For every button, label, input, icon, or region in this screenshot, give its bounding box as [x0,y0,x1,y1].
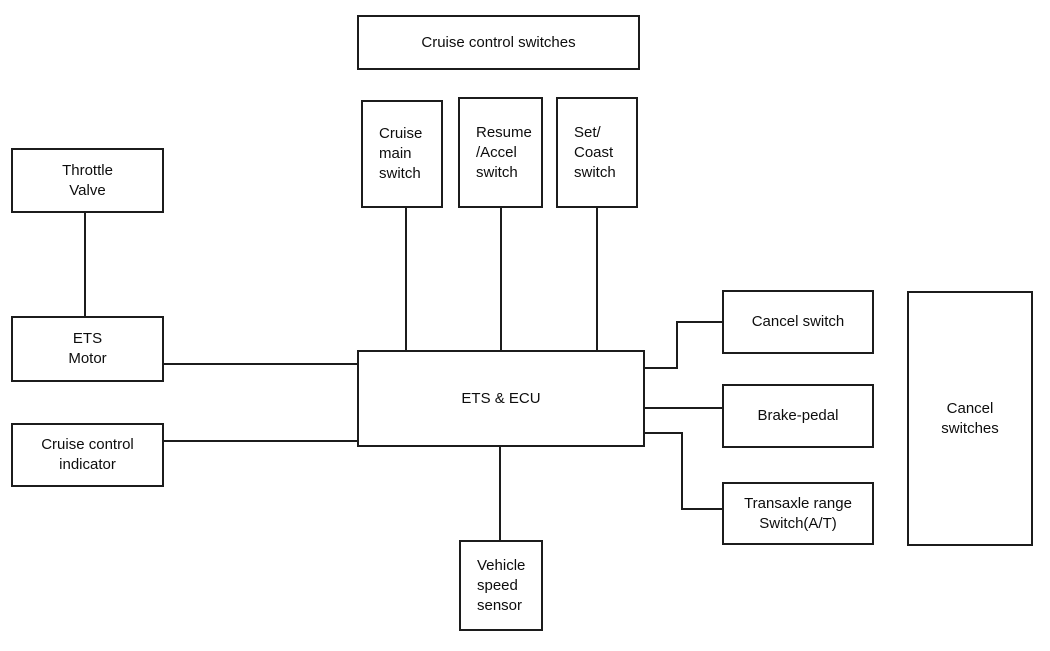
node-cancel-switch: Cancel switch [722,290,874,354]
node-resume-accel-switch-label: Resume /Accel switch [476,123,532,181]
node-cruise-control-indicator: Cruise control indicator [11,423,164,487]
node-vehicle-speed-sensor: Vehicle speed sensor [459,540,543,631]
node-vehicle-speed-sensor-label: Vehicle speed sensor [477,556,526,614]
connector-ets-ecu-to-cancel-switch-seg2 [676,321,678,369]
node-throttle-valve: Throttle Valve [11,148,164,213]
node-set-coast-switch-label: Set/ Coast switch [574,123,616,181]
connector-ets-ecu-to-brake-pedal [645,407,722,409]
node-resume-accel-switch: Resume /Accel switch [458,97,543,208]
node-cancel-switches: Cancel switches [907,291,1033,546]
node-transaxle-range-switch: Transaxle range Switch(A/T) [722,482,874,545]
connector-ets-ecu-to-transaxle-seg2 [681,432,683,510]
connector-set-coast-switch-to-ets-ecu [596,208,598,350]
connector-ets-ecu-to-cancel-switch-seg1 [645,367,678,369]
node-set-coast-switch: Set/ Coast switch [556,97,638,208]
node-throttle-valve-label: Throttle Valve [62,161,113,199]
node-ets-motor: ETS Motor [11,316,164,382]
node-ets-motor-label: ETS Motor [68,330,107,367]
node-cruise-control-indicator-label: Cruise control indicator [41,436,134,473]
node-cruise-control-switches: Cruise control switches [357,15,640,70]
connector-ets-ecu-to-vehicle-speed-sensor [499,447,501,540]
node-ets-ecu: ETS & ECU [357,350,645,447]
node-cruise-control-switches-label: Cruise control switches [421,33,576,51]
node-transaxle-range-switch-label: Transaxle range Switch(A/T) [744,494,852,532]
connector-ets-ecu-to-cancel-switch-seg3 [676,321,722,323]
node-brake-pedal-label: Brake-pedal [757,407,839,424]
node-cancel-switches-label: Cancel switches [941,399,999,437]
connector-ets-motor-to-ets-ecu [164,363,357,365]
connector-ets-ecu-to-transaxle-seg3 [681,508,722,510]
connector-cruise-main-switch-to-ets-ecu [405,208,407,350]
node-cruise-main-switch: Cruise main switch [361,100,443,208]
node-ets-ecu-label: ETS & ECU [461,389,541,407]
node-cruise-main-switch-label: Cruise main switch [379,125,423,182]
connector-ets-ecu-to-transaxle-seg1 [645,432,683,434]
node-cancel-switch-label: Cancel switch [751,313,845,330]
connector-throttle-valve-to-ets-motor [84,213,86,316]
node-brake-pedal: Brake-pedal [722,384,874,448]
connector-cruise-control-indicator-to-ets-ecu [164,440,357,442]
connector-resume-accel-switch-to-ets-ecu [500,208,502,350]
